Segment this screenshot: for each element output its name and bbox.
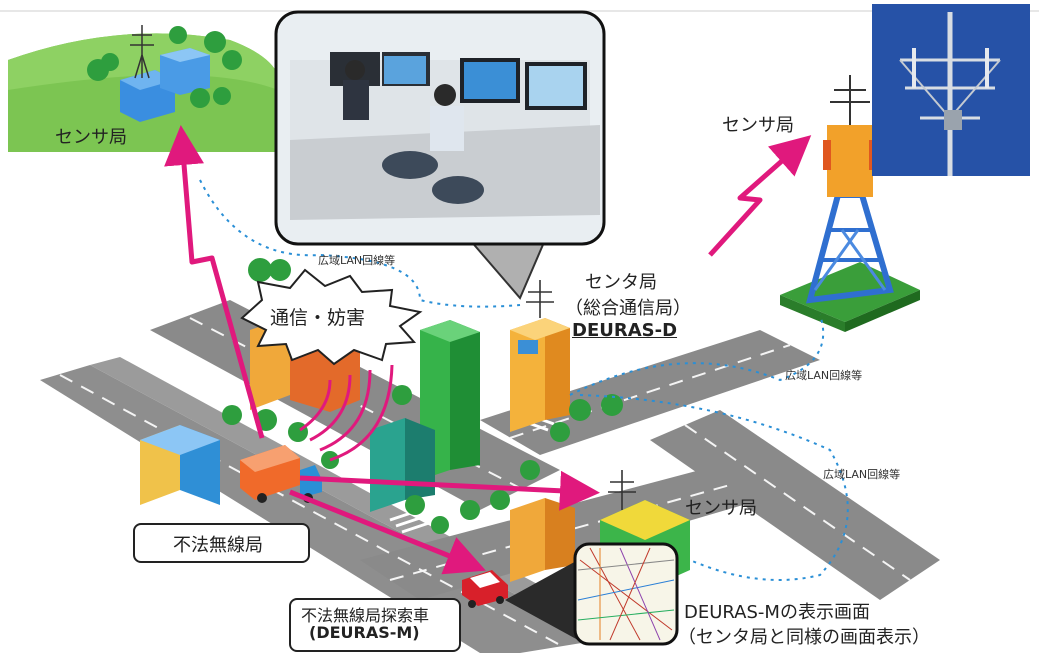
search-car-box: 不法無線局探索車 (DEURAS-M) [289,598,461,652]
car-icon [462,570,508,608]
mobile-screen-sub-label: （センタ局と同様の画面表示） [678,627,930,648]
deuras-d-label: DEURAS-D [572,320,678,341]
control-room-photo [274,10,606,300]
mobile-display-screen [505,542,679,646]
radio-arrows [164,125,812,575]
interference-waves [299,364,394,462]
sensor-station-hill [8,25,278,153]
search-car-label: 不法無線局探索車 [301,606,430,625]
antenna-photo [872,4,1030,176]
tree-icon [222,258,623,534]
center-station-sub-label: （総合通信局） [565,298,691,319]
lan-label-top: 広域LAN回線等 [318,254,396,267]
interference-label: 通信・妨害 [270,307,366,329]
center-station-label: センタ局 [585,272,657,293]
sensor-station-label-hill: センサ局 [55,127,127,148]
illegal-station-label: 不法無線局 [173,535,263,556]
interference-burst [240,268,423,366]
deuras-m-label: (DEURAS-M) [309,623,420,642]
lan-label-bottom: 広域LAN回線等 [823,468,901,481]
lan-links [199,179,849,581]
sensor-station-label-city: センサ局 [685,498,757,519]
mobile-screen-label: DEURAS-Mの表示画面 [684,602,870,623]
sensor-station-label-tower: センサ局 [722,115,794,136]
lan-label-right: 広域LAN回線等 [785,369,863,382]
antenna-icon [130,25,154,79]
illegal-station-box: 不法無線局 [133,523,310,563]
tower-icon [780,75,920,332]
